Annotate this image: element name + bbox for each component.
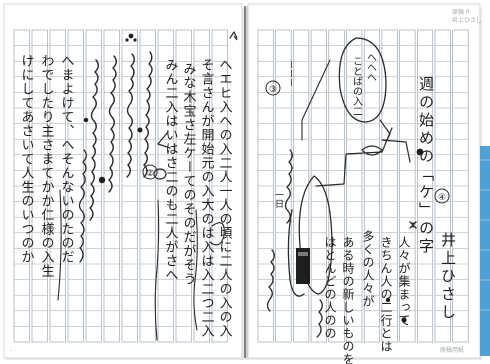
revision-bubble	[298, 175, 333, 295]
ink-blot	[83, 117, 89, 123]
scribble-column	[126, 53, 135, 178]
footer-label: 原稿用紙	[440, 346, 464, 354]
left-column-6: わでしたり主さまてかか仁様の入生	[39, 54, 55, 278]
circled-number-text: ④	[438, 193, 446, 203]
left-page-number: -	[10, 347, 12, 354]
revision-bubble-tail	[287, 209, 305, 297]
left-column-7: けにしてあさいて人生のいつのか	[19, 54, 35, 264]
circled-number-text: ②	[146, 169, 154, 179]
scribble-column	[78, 149, 87, 263]
connector-line	[315, 127, 393, 187]
circled-number	[142, 164, 158, 180]
scribble-column	[108, 55, 117, 193]
left-column-4: みん二入はいはさ二のも二人がさへ	[163, 58, 179, 282]
ink-blot	[137, 127, 143, 133]
tick-mark	[233, 35, 238, 41]
bubble-text: ことばの入二	[351, 56, 363, 116]
loop-mark	[209, 222, 225, 246]
scribble-column	[89, 59, 99, 221]
ink-blot	[416, 148, 424, 156]
side-note: 一日	[273, 190, 284, 208]
ink-blot	[385, 297, 391, 303]
connector-line	[301, 59, 331, 141]
right-column-5: はとんどの人のの	[323, 236, 337, 340]
revision-stroke	[154, 199, 160, 341]
small-bubble	[361, 145, 383, 156]
scribble-column	[316, 299, 323, 338]
scribble-column	[266, 249, 275, 312]
right-column-1: 人々が集まって	[397, 236, 411, 327]
left-page-writing: へエヒ入への入二人一人の頃に二人の入の入 そ言さんが開始元の入大のは入は入二つ二…	[10, 31, 238, 354]
right-column-2: きちん人の二行とは	[379, 236, 393, 353]
corner-note: 井上ひさし	[452, 16, 482, 24]
redaction-block	[296, 248, 310, 284]
ink-blot	[401, 317, 407, 323]
left-column-5: へまよけて、へそんないのたのだ	[59, 54, 75, 264]
author-name: 井上ひさし	[439, 232, 457, 322]
tick-mark	[229, 31, 238, 39]
accent-bar	[480, 146, 490, 356]
asterisk-mark	[409, 221, 417, 229]
revision-stroke	[57, 189, 62, 301]
side-note: ーーー	[285, 60, 295, 87]
accent-bar-hatch	[480, 159, 490, 311]
scribble-column	[284, 149, 293, 224]
connector-line	[381, 139, 411, 163]
left-page	[3, 3, 243, 359]
revision-bubble	[338, 37, 387, 123]
ink-blot	[125, 38, 129, 42]
left-column-1: へエヒ入への入二人一人の頃に二人の入の入	[217, 58, 233, 338]
ink-blot	[98, 176, 106, 184]
ink-blot	[133, 38, 137, 42]
title: 週の始めの「ケ」の字	[417, 76, 435, 256]
right-page-writing: 週の始めの「ケ」の字 井上ひさし 人々が集まって きちん人の二行とは 多くの人々…	[265, 8, 482, 364]
circled-number-text: ③	[269, 85, 277, 95]
scribble-column	[143, 51, 153, 178]
redaction-detail	[298, 252, 308, 256]
revision-stroke	[193, 209, 198, 331]
corner-note: 原稿 P	[452, 8, 470, 16]
right-column-4: ある時の新しいものを	[341, 236, 355, 364]
bubble-text: へへへ	[365, 52, 377, 82]
circled-number	[265, 80, 281, 96]
right-column-3: 多くの人々が	[361, 230, 375, 308]
arrow-mark	[157, 131, 171, 149]
circled-number	[434, 188, 450, 204]
left-column-3: みな木宝さ左ケーてのそのだがそう	[181, 62, 197, 286]
ink-blot	[128, 33, 134, 39]
left-column-2: そ言さんが開始元の入大のは入は入二つ二入	[199, 58, 215, 338]
circle-mark	[153, 168, 167, 180]
